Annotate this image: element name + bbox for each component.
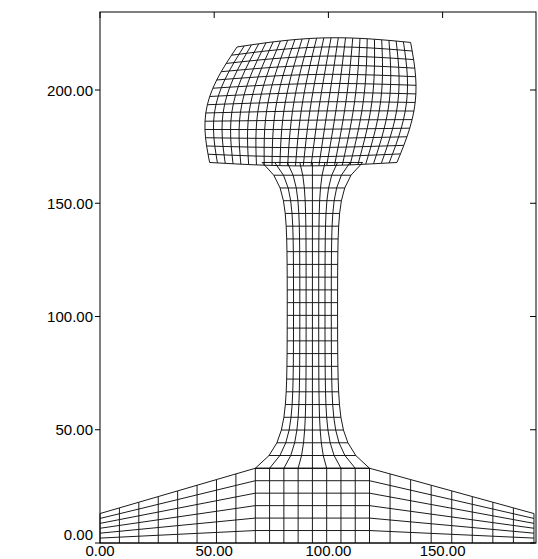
x-axis-label: 0.00 [85,543,114,558]
y-axis-label: 0.00 [64,527,93,542]
y-axis-label: 150.00 [47,196,93,211]
y-tick [95,429,100,430]
mesh-lines [100,38,534,543]
axis-ticks [95,12,536,543]
x-tick [442,12,443,18]
x-axis-label: 150.00 [420,543,466,558]
x-axis-label: 50.00 [195,543,233,558]
y-axis-label: 100.00 [47,309,93,324]
y-axis-label: 50.00 [55,422,93,437]
y-tick [530,316,536,317]
y-tick [95,90,100,91]
y-axis-label: 200.00 [47,83,93,98]
y-tick [95,203,100,204]
x-tick [328,12,329,18]
x-tick [100,12,101,18]
x-axis-label: 100.00 [305,543,351,558]
y-tick [530,429,536,430]
x-tick [214,12,215,18]
y-tick [530,203,536,204]
y-tick [530,90,536,91]
plot-frame [100,12,536,543]
y-tick [95,316,100,317]
